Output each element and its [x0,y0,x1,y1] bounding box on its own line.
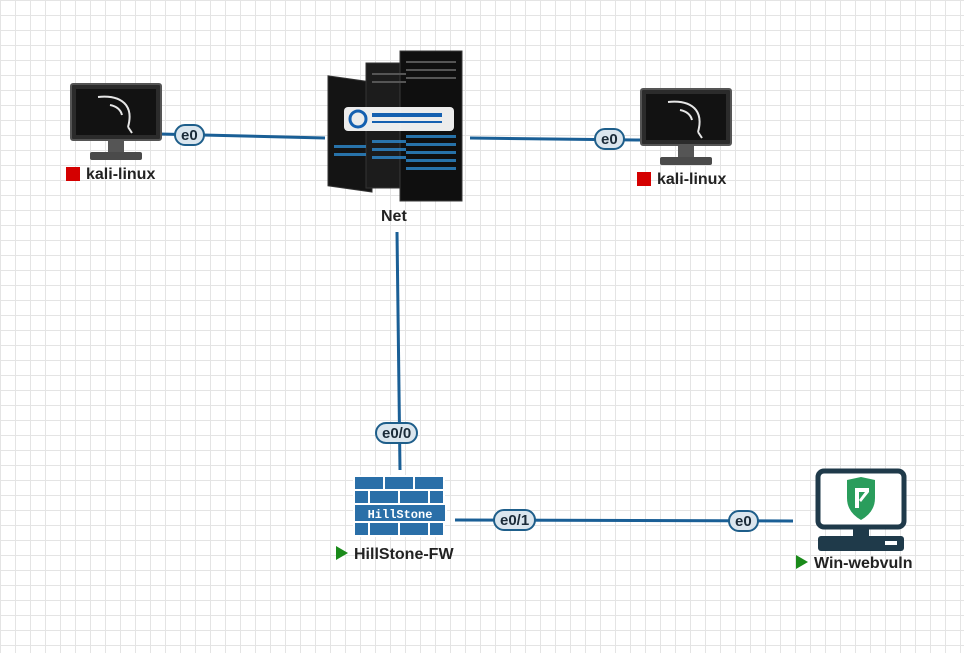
node-kali-linux-left[interactable] [70,83,162,163]
node-net[interactable] [322,45,472,205]
firewall-label: HillStone-FW [354,546,454,563]
net-label: Net [381,208,407,225]
hillstone-brand-text: HillStone [368,508,433,522]
node-label-kali-linux-right[interactable]: kali-linux [637,171,726,189]
interface-badge-win-e0[interactable]: e0 [728,510,759,532]
running-status-icon [336,546,348,560]
kali-right-label: kali-linux [657,171,727,188]
stopped-status-icon [637,172,651,186]
stopped-status-icon [66,167,80,181]
server-rack-icon [327,50,463,202]
server-shield-icon [815,468,907,551]
firewall-brick-icon: HillStone [353,475,447,537]
kali-left-label: kali-linux [86,166,156,183]
interface-badge-fw-e0-0[interactable]: e0/0 [375,422,419,444]
node-label-net[interactable]: Net [381,208,407,226]
node-hillstone-fw[interactable]: HillStone [352,474,448,544]
interface-badge-fw-e0-1[interactable]: e0/1 [493,509,537,531]
monitor-kali-icon [70,83,162,160]
monitor-kali-icon [640,88,732,165]
node-label-win-webvuln[interactable]: Win-webvuln [796,555,913,573]
interface-badge-kali-right-e0[interactable]: e0 [594,128,625,150]
win-label: Win-webvuln [814,555,913,572]
node-kali-linux-right[interactable] [640,88,732,168]
interface-badge-kali-left-e0[interactable]: e0 [174,124,205,146]
running-status-icon [796,555,808,569]
node-win-webvuln[interactable] [815,468,907,554]
node-label-hillstone-fw[interactable]: HillStone-FW [336,546,454,564]
node-label-kali-linux-left[interactable]: kali-linux [66,166,155,184]
